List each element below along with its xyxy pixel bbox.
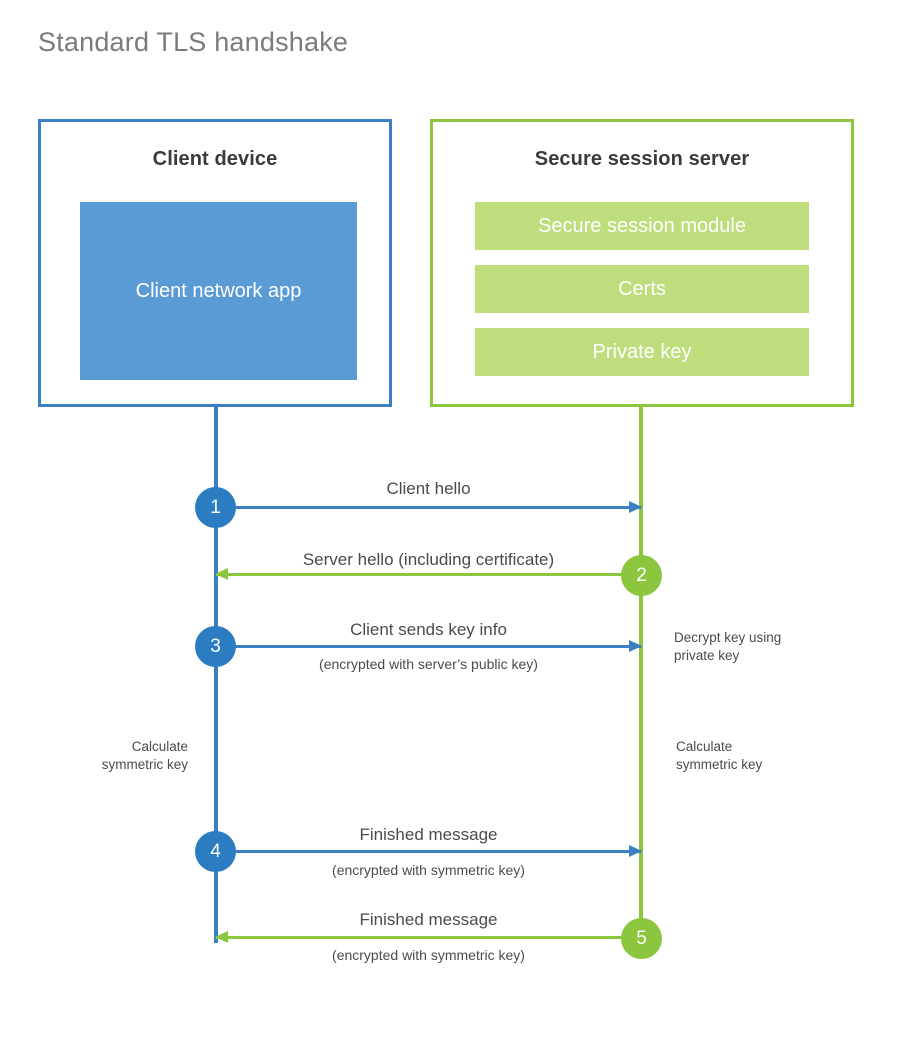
note-client-calculate-symmetric-key: Calculate symmetric key: [101, 739, 188, 773]
arrow-shaft: [216, 645, 641, 648]
arrow-head-left-icon: [215, 568, 228, 580]
client-device-heading: Client device: [152, 148, 278, 170]
message-arrow-server-hello: [215, 568, 641, 580]
step-circle-2: 2: [621, 555, 662, 596]
arrow-shaft: [216, 573, 641, 576]
message-label-3: Client sends key info: [350, 620, 507, 639]
client-device-box: Client device Client network app: [38, 119, 392, 407]
message-label-5: Finished message: [359, 910, 498, 929]
arrow-head-left-icon: [215, 931, 228, 943]
message-arrow-client-hello: [216, 501, 642, 513]
arrow-shaft: [216, 506, 641, 509]
server-block-certs: Certs: [475, 265, 809, 313]
arrow-head-right-icon: [629, 845, 642, 857]
note-decrypt-key: Decrypt key using private key: [674, 630, 782, 664]
step-circle-1: 1: [195, 487, 236, 528]
arrow-head-right-icon: [629, 640, 642, 652]
message-sublabel-4: (encrypted with symmetric key): [332, 862, 525, 878]
client-network-app-block: Client network app: [80, 202, 357, 380]
message-arrow-finished-server: [215, 931, 641, 943]
server-block-secure-session-module: Secure session module: [475, 202, 809, 250]
step-circle-3: 3: [195, 626, 236, 667]
message-label-2: Server hello (including certificate): [302, 550, 555, 569]
server-block-private-key: Private key: [475, 328, 809, 376]
message-label-4: Finished message: [359, 825, 498, 844]
page-title: Standard TLS handshake: [38, 27, 349, 57]
step-circle-5: 5: [621, 918, 662, 959]
secure-session-server-box: Secure session server Secure session mod…: [430, 119, 854, 407]
message-label-1: Client hello: [386, 479, 471, 498]
message-sublabel-3: (encrypted with server’s public key): [319, 656, 538, 672]
arrow-shaft: [216, 936, 641, 939]
client-lifeline: [214, 405, 218, 943]
secure-session-server-heading: Secure session server: [534, 148, 750, 170]
note-server-calculate-symmetric-key: Calculate symmetric key: [676, 739, 763, 773]
message-arrow-client-key-info: [216, 640, 642, 652]
message-sublabel-5: (encrypted with symmetric key): [332, 947, 525, 963]
step-circle-4: 4: [195, 831, 236, 872]
arrow-head-right-icon: [629, 501, 642, 513]
arrow-shaft: [216, 850, 641, 853]
message-arrow-finished-client: [216, 845, 642, 857]
server-lifeline: [639, 405, 643, 939]
